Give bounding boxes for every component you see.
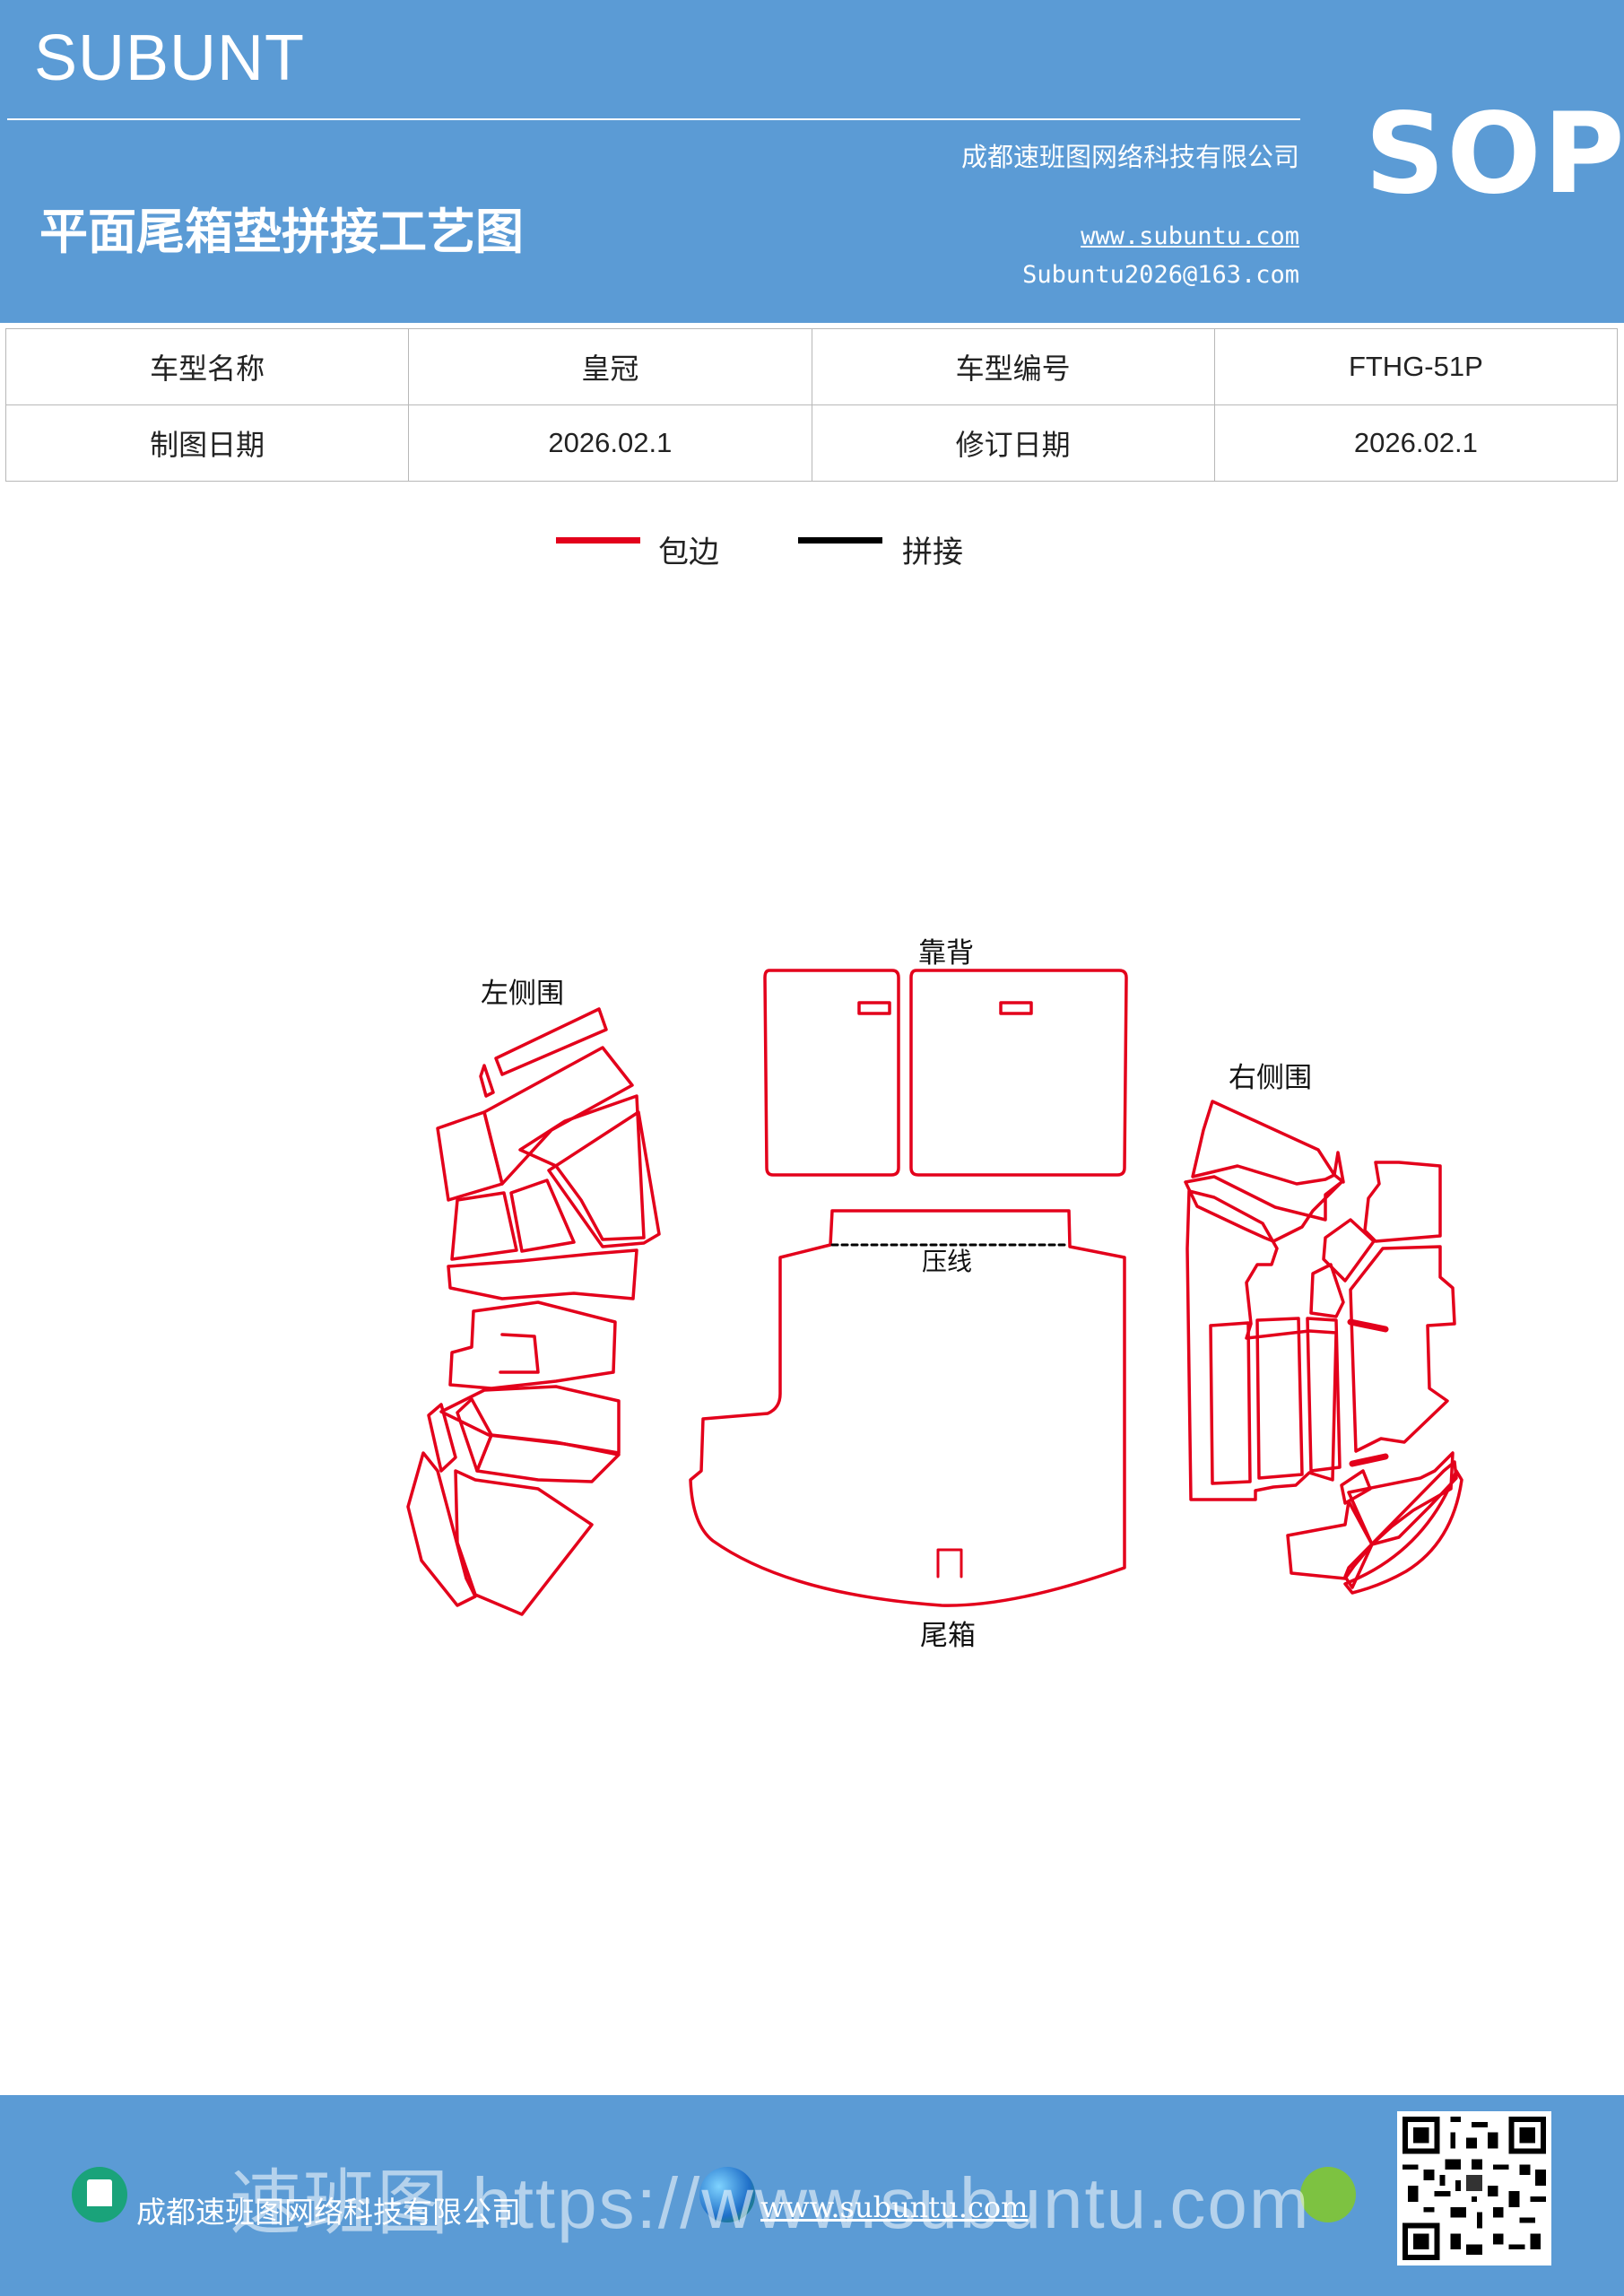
- legend-binding-swatch: [556, 537, 640, 544]
- left-side-label: 左侧围: [481, 978, 564, 1010]
- footer-banner: 成都速班图网络科技有限公司 www.subuntu.com 速班图 https:…: [0, 2095, 1624, 2296]
- wechat-icon: [1300, 2167, 1356, 2222]
- right-side-label: 右侧围: [1229, 1062, 1312, 1094]
- legend-seam-swatch: [798, 537, 882, 544]
- model-name-value: 皇冠: [408, 328, 812, 405]
- building-icon: [72, 2167, 127, 2222]
- model-name-label: 车型名称: [4, 328, 410, 405]
- right-side-panel: [1184, 1100, 1463, 1595]
- globe-icon: [699, 2167, 755, 2222]
- model-code-label: 车型编号: [811, 328, 1215, 405]
- email-address: Subuntu2026@163.com: [1022, 261, 1299, 289]
- legend-binding-label: 包边: [658, 535, 719, 570]
- website-link[interactable]: www.subuntu.com: [1081, 222, 1299, 250]
- backrest-panels: [763, 969, 1128, 1177]
- document-title: 平面尾箱垫拼接工艺图: [39, 203, 524, 260]
- drawing-date-value: 2026.02.1: [408, 404, 812, 482]
- backrest-label: 靠背: [918, 937, 974, 970]
- revision-date-value: 2026.02.1: [1213, 404, 1619, 482]
- sop-label: SOP: [1365, 90, 1624, 219]
- footer-company-name: 成都速班图网络科技有限公司: [136, 2195, 521, 2230]
- header-banner: SUBUNT SOP 平面尾箱垫拼接工艺图 成都速班图网络科技有限公司 www.…: [0, 0, 1624, 323]
- trunk-label: 尾箱: [920, 1620, 976, 1652]
- crease-label: 压线: [922, 1247, 972, 1276]
- legend-seam-label: 拼接: [902, 535, 963, 570]
- table-row: 制图日期 2026.02.1 修订日期 2026.02.1: [4, 404, 1619, 482]
- table-row: 车型名称 皇冠 车型编号 FTHG-51P: [4, 328, 1619, 405]
- drawing-date-label: 制图日期: [4, 404, 410, 482]
- legend: 包边 拼接: [0, 527, 1624, 572]
- footer-watermark: 速班图 https://www.subuntu.com: [230, 2163, 1311, 2243]
- company-name: 成都速班图网络科技有限公司: [960, 142, 1299, 172]
- revision-date-label: 修订日期: [811, 404, 1215, 482]
- trunk-floor-panel: [689, 1209, 1126, 1607]
- footer-website-link[interactable]: www.subuntu.com: [760, 2190, 1029, 2224]
- qr-code-icon[interactable]: [1397, 2111, 1551, 2266]
- model-code-value: FTHG-51P: [1213, 328, 1619, 405]
- vehicle-info-table: 车型名称 皇冠 车型编号 FTHG-51P 制图日期 2026.02.1 修订日…: [4, 328, 1619, 482]
- brand-logo-text: SUBUNT: [34, 22, 306, 94]
- header-divider: [7, 118, 1300, 120]
- left-side-panel: [406, 1007, 661, 1616]
